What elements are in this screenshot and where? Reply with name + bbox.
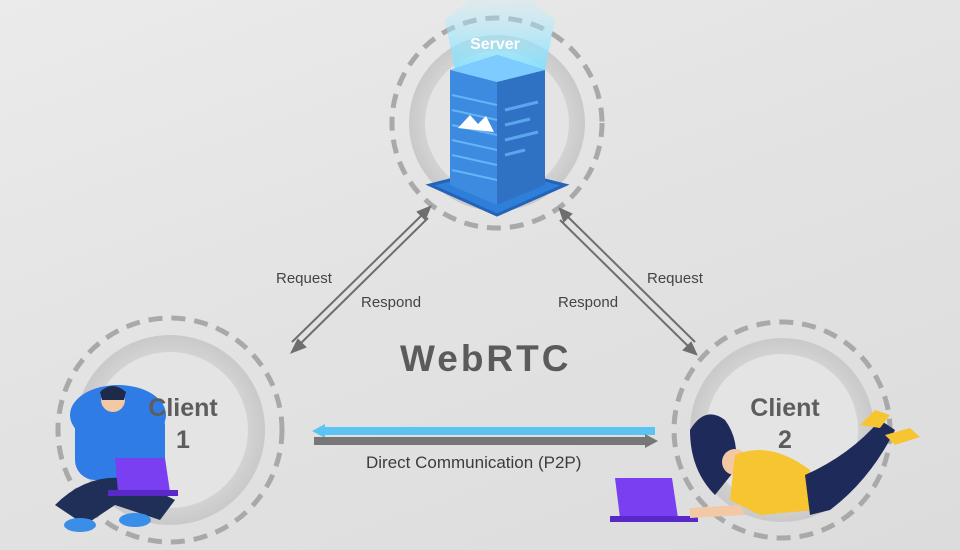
left-respond-label: Respond bbox=[361, 294, 422, 311]
p2p-label: Direct Communication (P2P) bbox=[366, 453, 582, 472]
client1-label-line2: 1 bbox=[176, 426, 190, 454]
right-respond-label: Respond bbox=[558, 294, 619, 311]
diagram-title: WebRTC bbox=[400, 338, 572, 379]
client2-label-line2: 2 bbox=[778, 426, 792, 454]
client2-label: Client 2 bbox=[730, 392, 840, 456]
client1-label: Client 1 bbox=[128, 392, 238, 456]
right-request-label: Request bbox=[647, 270, 703, 287]
left-request-arrow bbox=[291, 205, 432, 343]
right-request-arrow bbox=[558, 207, 696, 343]
client2-label-line1: Client bbox=[750, 394, 820, 422]
left-respond-arrow bbox=[289, 217, 429, 354]
laptop-person-icon bbox=[55, 385, 178, 532]
left-request-label: Request bbox=[276, 270, 332, 287]
laptop-person-lying-icon bbox=[610, 410, 920, 522]
right-respond-arrow bbox=[559, 219, 698, 356]
p2p-arrow bbox=[312, 424, 658, 448]
server-tower-icon bbox=[425, 0, 570, 217]
server-label: Server bbox=[470, 36, 520, 53]
client1-label-line1: Client bbox=[148, 394, 218, 422]
